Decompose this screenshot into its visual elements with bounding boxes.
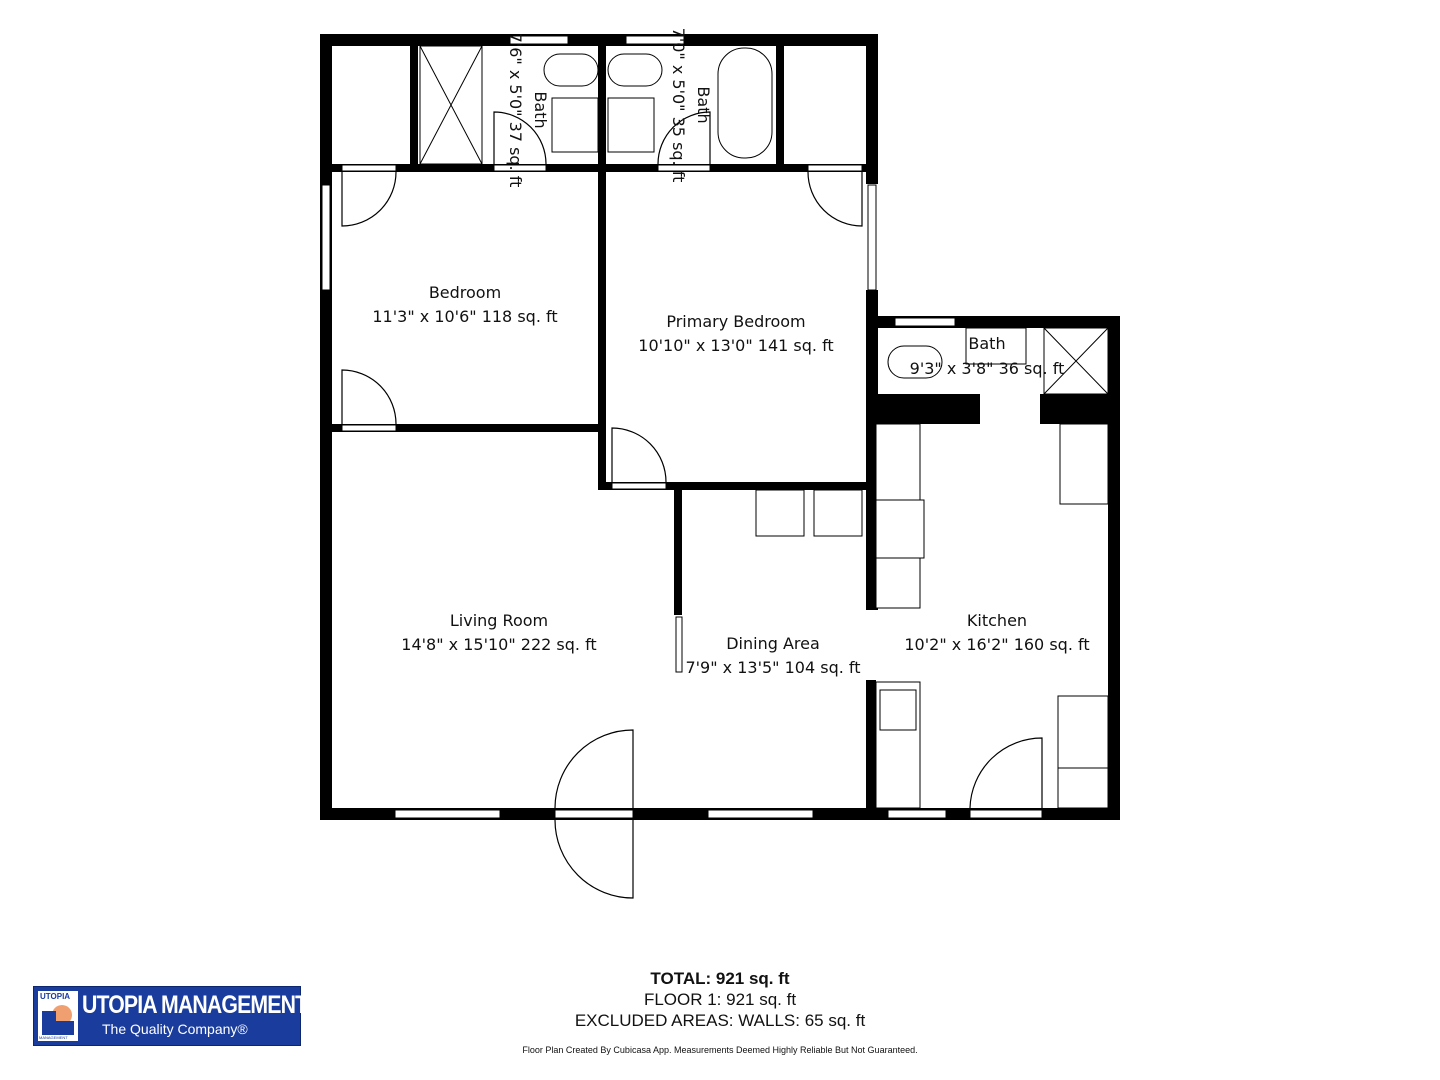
room-dims: 7'0" x 5'0" 35 sq. ft <box>669 28 688 183</box>
room-name: Kitchen <box>967 611 1027 630</box>
disclaimer: Floor Plan Created By Cubicasa App. Meas… <box>522 1045 918 1055</box>
floor-area: FLOOR 1: 921 sq. ft <box>643 990 797 1009</box>
room-dims: 10'2" x 16'2" 160 sq. ft <box>904 635 1089 654</box>
room-dims: 11'3" x 10'6" 118 sq. ft <box>372 307 557 326</box>
room-name: Bath <box>531 91 550 128</box>
total-area: TOTAL: 921 sq. ft <box>650 969 790 988</box>
company-logo: UTOPIA MANAGEMENT UTOPIA MANAGEMENT The … <box>33 986 308 1046</box>
excluded-area: EXCLUDED AREAS: WALLS: 65 sq. ft <box>574 1011 866 1030</box>
logo-mark-icon: UTOPIA MANAGEMENT <box>38 991 78 1041</box>
room-dims: 10'10" x 13'0" 141 sq. ft <box>638 336 833 355</box>
room-dims: 9'3" x 3'8" 36 sq. ft <box>910 359 1065 378</box>
logo-name: UTOPIA MANAGEMENT <box>82 991 308 1019</box>
logo-mark-bottom: MANAGEMENT <box>39 1035 68 1040</box>
room-labels: Bedroom 11'3" x 10'6" 118 sq. ft Primary… <box>372 28 1089 677</box>
room-dims: 14'8" x 15'10" 222 sq. ft <box>401 635 596 654</box>
room-name: Bath <box>694 86 713 123</box>
room-dims: 7'6" x 5'0" 37 sq. ft <box>506 33 525 188</box>
logo-tagline: The Quality Company® <box>102 1021 248 1037</box>
room-name: Dining Area <box>726 634 820 653</box>
room-name: Living Room <box>450 611 548 630</box>
room-dims: 7'9" x 13'5" 104 sq. ft <box>685 658 860 677</box>
logo-mark-top: UTOPIA <box>40 992 71 1001</box>
room-name: Primary Bedroom <box>666 312 805 331</box>
room-name: Bedroom <box>429 283 501 302</box>
fixtures <box>419 45 1109 809</box>
windows <box>321 35 1043 819</box>
doors <box>341 111 1043 899</box>
room-name: Bath <box>968 334 1005 353</box>
